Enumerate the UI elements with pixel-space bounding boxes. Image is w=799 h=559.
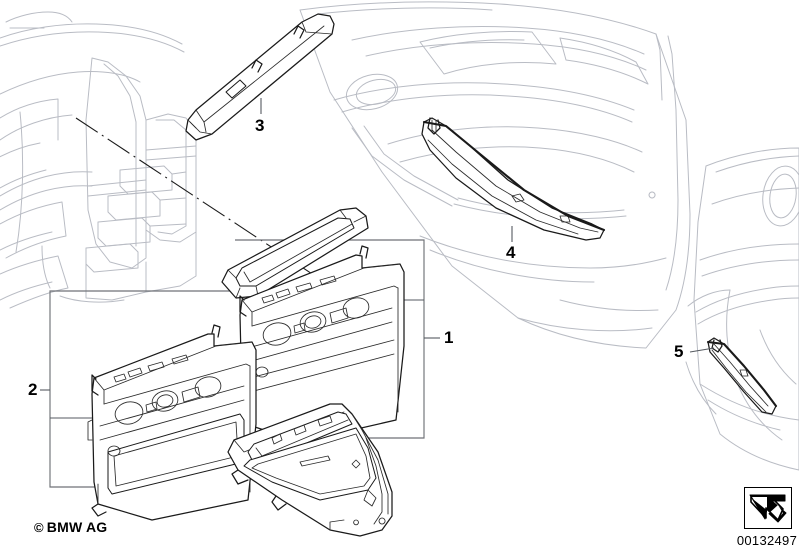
copyright-text: BMW AG — [46, 519, 108, 535]
part-number: 00132497 — [736, 533, 798, 548]
callout-3: 3 — [255, 116, 265, 135]
copyright-symbol: © — [34, 520, 44, 535]
callout-1: 1 — [444, 328, 454, 347]
part-radio-surround-trim — [221, 207, 369, 299]
callout-leaders — [260, 98, 715, 353]
part-gearshift-surround-trim — [227, 403, 393, 537]
ghost-rear-door-panel — [685, 147, 799, 471]
part-climate-control-trim-right — [239, 245, 405, 443]
ghost-front-door-panel — [299, 1, 691, 349]
part-climate-control-trim-left — [87, 324, 257, 521]
ghost-dashboard — [0, 11, 197, 309]
part-dashboard-trim-strip — [185, 13, 335, 141]
callout-4: 4 — [506, 243, 516, 262]
leader-5 — [689, 347, 715, 353]
part-front-door-trim-strip — [421, 117, 606, 241]
orientation-icon-box — [744, 487, 792, 529]
callout-5: 5 — [674, 342, 684, 361]
arrow-direction-icon — [749, 494, 787, 523]
part-rear-door-trim-strip — [706, 337, 778, 415]
copyright-notice: ©BMW AG — [34, 519, 107, 535]
callout-2: 2 — [28, 380, 38, 399]
